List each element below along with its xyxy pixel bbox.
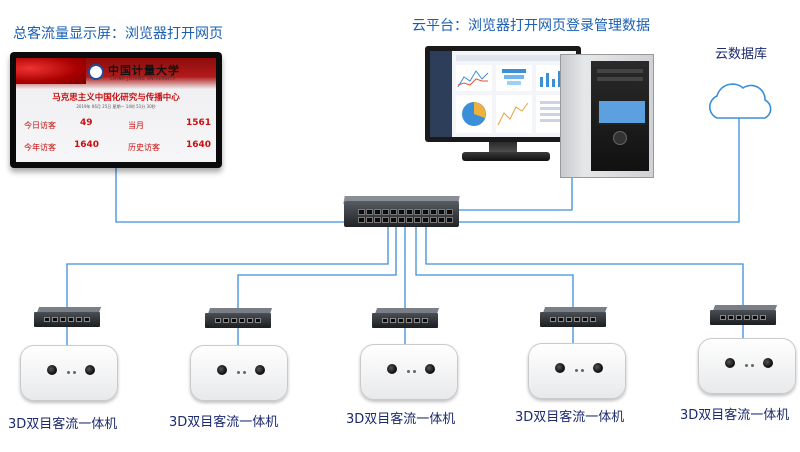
stat-label-month: 当月 <box>128 121 144 130</box>
switch-icon <box>344 201 459 227</box>
device-label: 3D双目客流一体机 <box>346 412 456 427</box>
display-caption: 总客流量显示屏：浏览器打开网页 <box>13 26 223 42</box>
device-label: 3D双目客流一体机 <box>8 417 118 432</box>
cloud-db-caption: 云数据库 <box>715 47 768 62</box>
stat-value-history: 1640 <box>186 140 212 150</box>
center-title: 马克思主义中国化研究与传播中心 <box>52 93 180 103</box>
pc-tower-icon <box>560 54 654 178</box>
monitor-icon <box>425 46 581 142</box>
dashboard-screen <box>430 51 576 137</box>
stat-label-history: 历史访客 <box>128 143 160 152</box>
cloud-platform-caption: 云平台：浏览器打开网页登录管理数据 <box>412 18 650 34</box>
university-logo-icon <box>88 64 104 80</box>
switch-icon <box>372 308 440 328</box>
stat-label-today: 今日访客 <box>24 121 56 130</box>
camera-icon <box>698 338 796 394</box>
switch-icon <box>710 305 778 325</box>
switch-icon <box>205 308 273 328</box>
stat-value-year: 1640 <box>74 140 100 150</box>
camera-icon <box>190 345 288 401</box>
university-name-en: CHINA JILIANG UNIVERSITY <box>110 76 176 81</box>
camera-icon <box>528 343 626 399</box>
visitor-display-screen: 中国计量大学 CHINA JILIANG UNIVERSITY 马克思主义中国化… <box>10 52 222 168</box>
stat-label-year: 今年访客 <box>24 143 56 152</box>
camera-icon <box>20 345 118 401</box>
datetime: 2019年 06月 25日 星期一 14时 51分 30秒 <box>76 104 156 109</box>
device-label: 3D双目客流一体机 <box>169 415 279 430</box>
camera-icon <box>360 344 458 400</box>
device-label: 3D双目客流一体机 <box>515 410 625 425</box>
monitor-base <box>462 152 550 161</box>
switch-icon <box>34 307 102 327</box>
flag-image <box>16 58 86 84</box>
stat-value-month: 1561 <box>186 118 212 128</box>
device-label: 3D双目客流一体机 <box>680 408 790 423</box>
monitor-stand <box>489 142 517 154</box>
switch-icon <box>540 307 608 327</box>
cloud-icon <box>709 83 772 119</box>
stat-value-today: 49 <box>80 118 93 128</box>
university-name: 中国计量大学 <box>108 64 180 77</box>
